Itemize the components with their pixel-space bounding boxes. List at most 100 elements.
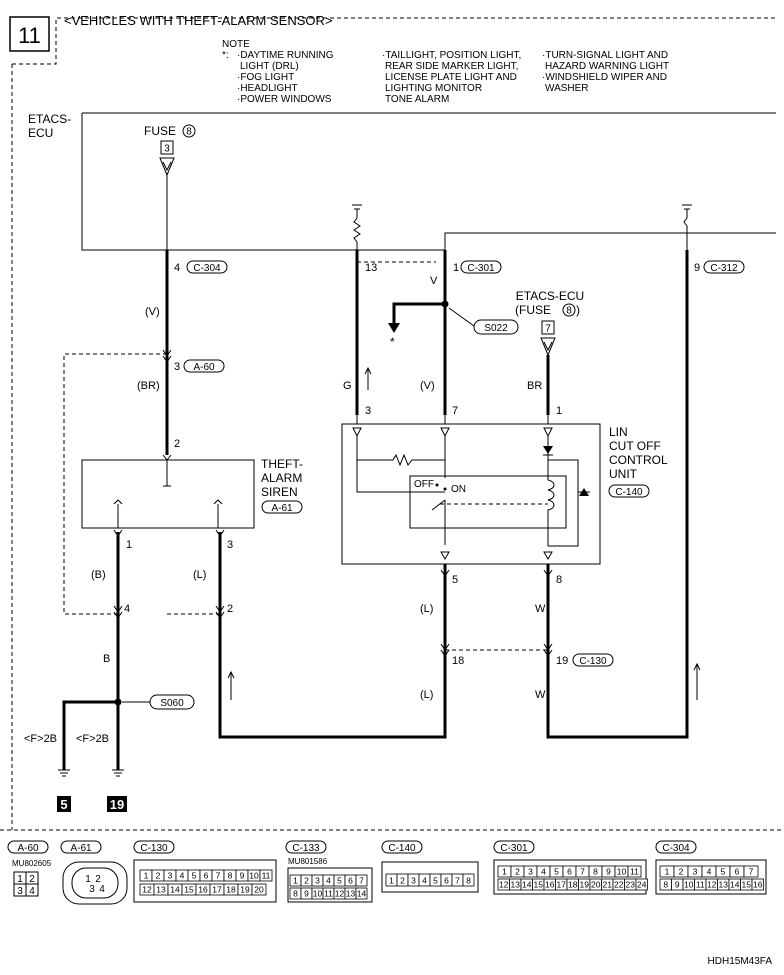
legend-pin-cell bbox=[751, 878, 764, 891]
etacs-label-2: ECU bbox=[28, 126, 53, 140]
figure-code: HDH15M43FA bbox=[708, 956, 773, 967]
wire-l-loop bbox=[218, 532, 447, 739]
legend-pin-number: 5 bbox=[433, 876, 438, 886]
splice-s022-oval bbox=[473, 319, 519, 335]
legend-pin-number: 12 bbox=[335, 889, 345, 899]
legend-pin-number: 21 bbox=[603, 880, 613, 890]
legend-pin-number: 17 bbox=[557, 880, 567, 890]
legend-pin-number: 2 bbox=[400, 876, 405, 886]
legend-pin-number: 3 bbox=[315, 876, 320, 886]
wire-color-l3: (L) bbox=[420, 689, 433, 701]
switch-on: ON bbox=[451, 484, 466, 495]
legend-pin-number: 12 bbox=[499, 880, 509, 890]
page-number: 11 bbox=[18, 23, 41, 48]
wire-color-w1: W bbox=[535, 603, 546, 615]
legend-pin-number: 4 bbox=[180, 871, 185, 881]
siren-terminal-2 bbox=[162, 454, 172, 487]
ground-1-code: <F>2B bbox=[24, 733, 57, 745]
pin-18-c130: 18 bbox=[452, 655, 464, 667]
legend-pin-number: 4 bbox=[326, 876, 331, 886]
pin-13-c301: 13 bbox=[365, 262, 377, 274]
pin-9-c312: 9 bbox=[694, 262, 700, 274]
siren-label-1: THEFT- bbox=[261, 457, 303, 471]
legend-pin-number: 2 bbox=[679, 867, 684, 877]
legend-pin-number: 7 bbox=[359, 876, 364, 886]
legend-a60-pin: 4 bbox=[29, 886, 35, 897]
star-mark: * bbox=[390, 335, 395, 349]
legend-pin-number: 10 bbox=[249, 871, 259, 881]
fuse-pin: 3 bbox=[164, 144, 170, 155]
wire-color-br1: (BR) bbox=[137, 380, 160, 392]
fuse-8: FUSE 8 3 bbox=[144, 124, 196, 177]
wire-color-br2: BR bbox=[527, 380, 542, 392]
legend-pin-number: 18 bbox=[226, 885, 236, 895]
wire-color-w2: W bbox=[535, 689, 546, 701]
resistor-top-9 bbox=[682, 204, 692, 233]
conn-c140-oval bbox=[608, 484, 650, 498]
ground-1-badge bbox=[57, 796, 71, 812]
note-col3-1: ·TURN-SIGNAL LIGHT AND bbox=[542, 50, 668, 61]
legend-pin-number: 14 bbox=[357, 889, 367, 899]
conn-c301-oval bbox=[460, 260, 502, 274]
legend-a60-pin: 1 bbox=[17, 874, 23, 885]
legend-pin-number: 5 bbox=[337, 876, 342, 886]
conn-c130-label: C-130 bbox=[579, 656, 607, 667]
siren-box bbox=[81, 459, 255, 529]
etacs2-pin-box bbox=[541, 320, 555, 335]
switch-off: OFF bbox=[414, 479, 434, 490]
siren-label-2: ALARM bbox=[261, 471, 302, 485]
legend-pin-cell bbox=[743, 865, 759, 878]
legend-pin-number: 1 bbox=[144, 871, 149, 881]
ground-icon-2 bbox=[112, 769, 124, 777]
note-col3-2: HAZARD WARNING LIGHT bbox=[545, 61, 669, 72]
note-col2-2: REAR SIDE MARKER LIGHT, bbox=[385, 61, 518, 72]
legend-pin-number: 23 bbox=[626, 880, 636, 890]
conn-c130-oval bbox=[572, 653, 614, 667]
legend-pin-number: 14 bbox=[522, 880, 532, 890]
wire-color-b1: (B) bbox=[91, 569, 106, 581]
legend-pin-number: 16 bbox=[545, 880, 555, 890]
note-col3-3: ·WINDSHIELD WIPER AND bbox=[542, 72, 667, 83]
frame-border bbox=[11, 17, 776, 830]
conn-c304-oval bbox=[186, 260, 228, 274]
legend-c133-label: C-133 bbox=[292, 843, 320, 854]
legend-pin-number: 20 bbox=[591, 880, 601, 890]
etacs-ecu-box: ETACS- ECU bbox=[28, 112, 776, 251]
legend-pin-cell bbox=[462, 873, 475, 887]
lin-label-4: UNIT bbox=[609, 467, 638, 481]
pin-3-c140: 3 bbox=[365, 405, 371, 417]
lin-unit-box bbox=[341, 423, 601, 565]
ground-1-num: 5 bbox=[60, 797, 67, 812]
lin-label-1: LIN bbox=[609, 425, 628, 439]
etacs2-pin: 7 bbox=[545, 324, 551, 335]
legend-pin-cell bbox=[355, 887, 368, 900]
legend-pin-number: 14 bbox=[730, 880, 740, 890]
legend-a61: A-61 1 2 3 4 bbox=[60, 840, 128, 905]
etacs-label-1: ETACS- bbox=[28, 112, 71, 126]
legend-pin-number: 12 bbox=[142, 885, 152, 895]
legend-c133-part: MU801586 bbox=[288, 857, 328, 866]
legend-pin-number: 11 bbox=[324, 889, 333, 899]
legend-pin-number: 9 bbox=[675, 880, 680, 890]
wire-color-l1: (L) bbox=[193, 569, 206, 581]
arrow-to-star bbox=[388, 323, 400, 333]
wire-color-b2: B bbox=[103, 653, 110, 665]
legend-pin-number: 16 bbox=[753, 880, 763, 890]
legend-pin-number: 1 bbox=[293, 876, 298, 886]
legend-pin-number: 3 bbox=[168, 871, 173, 881]
note-col2-5: TONE ALARM bbox=[385, 94, 449, 105]
etacs2-label-2: (FUSE bbox=[515, 303, 551, 317]
legend-pin-number: 7 bbox=[580, 867, 585, 877]
legend-pin-number: 2 bbox=[304, 876, 309, 886]
legend-a60-pin: 3 bbox=[17, 886, 23, 897]
note-title: NOTE bbox=[222, 39, 250, 50]
legend-pin-number: 2 bbox=[156, 871, 161, 881]
lin-label-2: CUT OFF bbox=[609, 439, 661, 453]
legend-pin-number: 4 bbox=[541, 867, 546, 877]
flow-arrow-l bbox=[227, 670, 235, 700]
legend-pin-number: 8 bbox=[593, 867, 598, 877]
legend-a60-pin: 2 bbox=[29, 874, 35, 885]
conn-c140-label: C-140 bbox=[615, 487, 643, 498]
legend-pin-number: 6 bbox=[444, 876, 449, 886]
